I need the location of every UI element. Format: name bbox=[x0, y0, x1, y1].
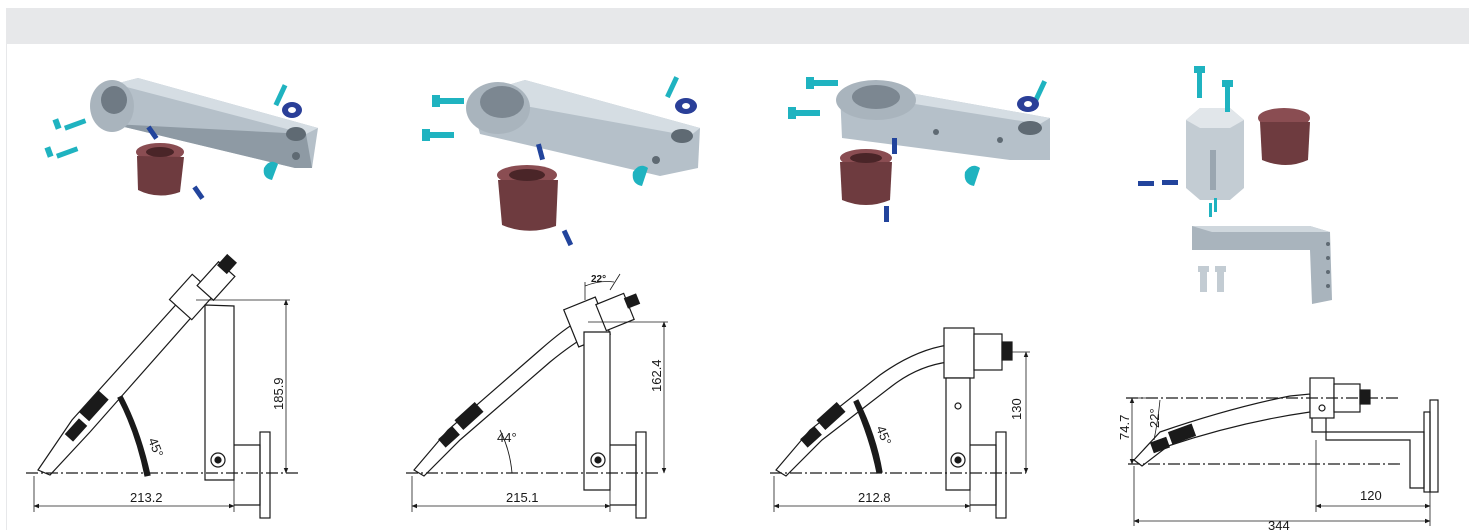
screws bbox=[788, 77, 1047, 186]
guide-bushing bbox=[497, 165, 558, 231]
pins bbox=[1138, 180, 1178, 186]
pins bbox=[884, 138, 897, 222]
left-rule bbox=[6, 44, 7, 530]
dim-offset-4: 120 bbox=[1360, 488, 1382, 503]
exploded-view-4 bbox=[1138, 66, 1332, 304]
screws bbox=[1194, 66, 1233, 217]
drawing-3 bbox=[770, 327, 1030, 519]
torch-body bbox=[1133, 393, 1311, 467]
drawing-4 bbox=[1126, 377, 1439, 526]
exploded-view-3 bbox=[788, 77, 1050, 222]
dim-angle-1: 45° bbox=[145, 436, 166, 460]
dim-vertical-4: 74.7 bbox=[1117, 415, 1132, 440]
flange-plate bbox=[970, 444, 997, 506]
screws bbox=[44, 84, 288, 180]
drawing-1 bbox=[26, 253, 300, 519]
dim-horizontal-3: 212.8 bbox=[858, 490, 891, 505]
mounting-arm bbox=[583, 331, 611, 491]
dim-vertical-3: 130 bbox=[1009, 398, 1024, 420]
dim-angle-3: 45° bbox=[873, 424, 894, 448]
torch-body bbox=[37, 253, 237, 476]
torch-body bbox=[413, 319, 591, 477]
dim-horizontal-2: 215.1 bbox=[506, 490, 539, 505]
exploded-view-2 bbox=[422, 76, 700, 247]
angle-arc bbox=[117, 395, 151, 477]
flange-plate bbox=[610, 444, 637, 506]
pins bbox=[535, 143, 574, 247]
guide-bushing bbox=[1258, 108, 1310, 165]
flange-plate bbox=[234, 444, 261, 506]
l-bracket bbox=[1311, 418, 1425, 489]
guide-bushing bbox=[840, 149, 892, 205]
dim-vertical-2: 162.4 bbox=[649, 359, 664, 392]
drawing-2 bbox=[406, 273, 668, 519]
dim-tilt-4: 22° bbox=[1147, 408, 1162, 428]
dim-horizontal-1: 213.2 bbox=[130, 490, 163, 505]
dim-vertical-1: 185.9 bbox=[271, 377, 286, 410]
angle-arc bbox=[499, 429, 513, 474]
clamp-block bbox=[1186, 108, 1244, 200]
screws bbox=[422, 76, 679, 186]
bottom-screws bbox=[1198, 266, 1226, 292]
dim-horizontal-4: 344 bbox=[1268, 518, 1290, 530]
dim-tilt-2: 22° bbox=[591, 274, 606, 285]
angle-arc bbox=[1153, 399, 1161, 441]
pins bbox=[146, 125, 205, 200]
header-band bbox=[6, 8, 1469, 44]
dim-angle-2: 44° bbox=[497, 430, 517, 445]
exploded-view-1 bbox=[44, 78, 318, 200]
l-bracket bbox=[1192, 226, 1332, 304]
guide-bushing bbox=[136, 143, 184, 196]
